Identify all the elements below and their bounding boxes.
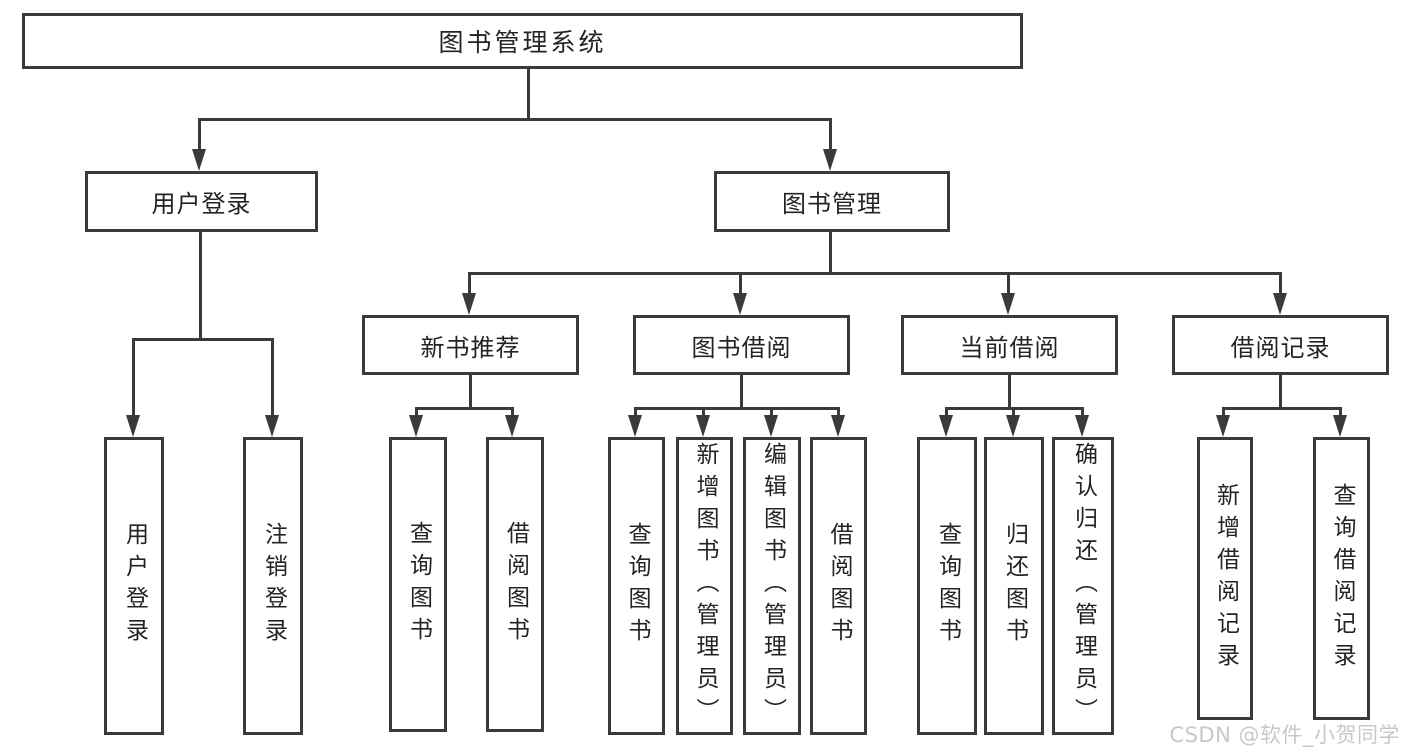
leaf-newbook-query-books-label: 查询图书	[405, 520, 432, 649]
connector-stem-book-management	[829, 118, 832, 151]
node-book-management-system: 图书管理系统	[22, 13, 1023, 69]
connector-stem	[511, 407, 514, 417]
leaf-query-borrow-record-label: 查询借阅记录	[1329, 482, 1355, 675]
connector-stem	[1012, 407, 1015, 417]
node-book-management-label: 图书管理	[782, 190, 882, 218]
arrowhead-down-icon	[126, 415, 140, 437]
node-user-login: 用户登录	[85, 171, 318, 232]
connector-stem-leaf-user-login	[132, 338, 135, 416]
leaf-edit-book-admin-label: 编辑图书（管理员）	[759, 442, 786, 730]
arrowhead-down-icon	[1333, 415, 1347, 437]
arrowhead-down-icon	[733, 293, 747, 315]
leaf-user-login: 用户登录	[104, 437, 164, 735]
node-borrowing-records: 借阅记录	[1172, 315, 1389, 375]
leaf-add-borrow-record-label: 新增借阅记录	[1212, 482, 1239, 675]
connector-user-login-stub	[199, 232, 202, 338]
leaf-logout-label: 注销登录	[260, 522, 287, 650]
node-book-management: 图书管理	[714, 171, 950, 232]
node-new-book-recommendation: 新书推荐	[362, 315, 579, 375]
arrowhead-down-icon	[409, 415, 423, 437]
node-current-borrowing: 当前借阅	[901, 315, 1118, 375]
leaf-user-login-label: 用户登录	[121, 522, 148, 650]
watermark: CSDN @软件_小贺同学	[1169, 723, 1400, 747]
connector-book-borrowing-horizontal	[634, 407, 840, 410]
connector-book-borrowing-stub	[740, 375, 743, 408]
arrowhead-down-icon	[1006, 415, 1020, 437]
connector-borrowing-records-stub	[1279, 375, 1282, 408]
leaf-newbook-query-books: 查询图书	[389, 437, 447, 732]
connector-current-borrowing-stub	[1008, 375, 1011, 408]
leaf-logout: 注销登录	[243, 437, 303, 735]
arrowhead-down-icon	[505, 415, 519, 437]
node-book-borrowing-label: 图书借阅	[691, 333, 792, 362]
connector-stem	[1222, 407, 1225, 417]
leaf-query-borrow-record: 查询借阅记录	[1313, 437, 1370, 720]
connector-stem	[415, 407, 418, 417]
leaf-current-query-books-label: 查询图书	[934, 522, 961, 650]
connector-stem	[837, 407, 840, 417]
arrowhead-down-icon	[696, 415, 710, 437]
leaf-add-borrow-record: 新增借阅记录	[1197, 437, 1253, 720]
arrowhead-down-icon	[462, 293, 476, 315]
connector-stem-borrowing-records	[1279, 272, 1282, 296]
node-book-borrowing: 图书借阅	[633, 315, 850, 375]
connector-stem	[1081, 407, 1084, 417]
leaf-borrowing-borrow-books-label: 借阅图书	[826, 522, 852, 650]
connector-stem	[1339, 407, 1342, 417]
leaf-return-books: 归还图书	[984, 437, 1044, 735]
leaf-borrowing-query-books-label: 查询图书	[624, 522, 650, 650]
connector-stem-book-borrowing	[739, 272, 742, 296]
arrowhead-down-icon	[1075, 415, 1089, 437]
leaf-return-books-label: 归还图书	[1001, 522, 1028, 650]
node-current-borrowing-label: 当前借阅	[959, 333, 1060, 362]
arrowhead-down-icon	[192, 149, 206, 171]
connector-stem	[702, 407, 705, 417]
arrowhead-down-icon	[1001, 293, 1015, 315]
arrowhead-down-icon	[939, 415, 953, 437]
connector-new-book-horizontal	[415, 407, 514, 410]
leaf-add-book-admin: 新增图书（管理员）	[676, 437, 733, 735]
leaf-borrowing-borrow-books: 借阅图书	[810, 437, 867, 735]
connector-stem-current-borrowing	[1007, 272, 1010, 296]
node-user-login-label: 用户登录	[151, 190, 252, 218]
connector-borrowing-records-horizontal	[1222, 407, 1342, 410]
leaf-edit-book-admin: 编辑图书（管理员）	[743, 437, 801, 735]
node-borrowing-records-label: 借阅记录	[1230, 333, 1331, 362]
leaf-borrowing-query-books: 查询图书	[608, 437, 665, 735]
connector-level1-horizontal	[198, 118, 832, 121]
leaf-confirm-return-admin: 确认归还（管理员）	[1052, 437, 1114, 735]
arrowhead-down-icon	[265, 415, 279, 437]
leaf-current-query-books: 查询图书	[917, 437, 977, 735]
arrowhead-down-icon	[1273, 293, 1287, 315]
arrowhead-down-icon	[831, 415, 845, 437]
connector-stem	[945, 407, 948, 417]
connector-user-login-horizontal	[132, 338, 274, 341]
leaf-newbook-borrow-books-label: 借阅图书	[502, 520, 529, 649]
connector-stem	[770, 407, 773, 417]
connector-stem-user-login	[198, 118, 201, 151]
arrowhead-down-icon	[764, 415, 778, 437]
connector-new-book-stub	[469, 375, 472, 408]
connector-book-management-stub	[829, 232, 832, 273]
connector-stem-leaf-logout	[271, 338, 274, 416]
connector-root-stub	[527, 68, 530, 118]
arrowhead-down-icon	[1216, 415, 1230, 437]
node-new-book-recommendation-label: 新书推荐	[420, 333, 521, 362]
arrowhead-down-icon	[823, 149, 837, 171]
arrowhead-down-icon	[628, 415, 642, 437]
leaf-confirm-return-admin-label: 确认归还（管理员）	[1070, 442, 1097, 730]
connector-stem	[634, 407, 637, 417]
connector-level3-horizontal	[468, 272, 1282, 275]
leaf-add-book-admin-label: 新增图书（管理员）	[692, 442, 718, 730]
node-book-management-system-label: 图书管理系统	[438, 28, 607, 57]
leaf-newbook-borrow-books: 借阅图书	[486, 437, 544, 732]
connector-stem-new-book	[468, 272, 471, 296]
